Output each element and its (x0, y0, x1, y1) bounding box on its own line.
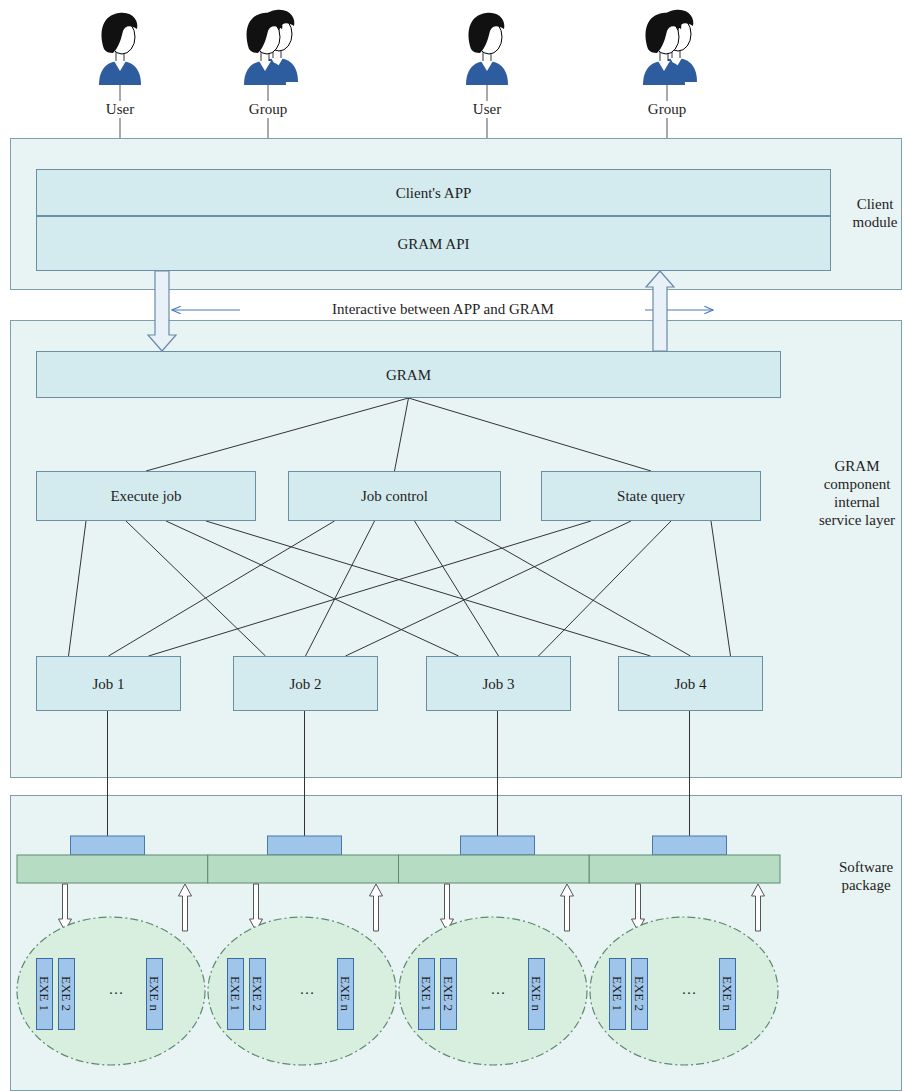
actor-icons (99, 10, 697, 85)
layer-panel: Client module Client's APP GRAM API (10, 138, 902, 290)
ellipse-shape (208, 917, 396, 1065)
node-label: EXE n (530, 976, 543, 1011)
service-box: Job control (288, 471, 501, 521)
ellipse-shape (17, 917, 205, 1065)
package-ellipse: … EXE 1 EXE 2 EXE n (589, 916, 779, 1066)
exe-box: EXE 2 (58, 958, 75, 1030)
job-box: Job 4 (618, 656, 763, 711)
node-label: EXE 2 (633, 976, 646, 1011)
node-label: EXE 2 (251, 976, 264, 1011)
node-label: EXE 2 (442, 976, 455, 1011)
node-label: GRAM (386, 366, 431, 384)
exe-box: EXE 2 (631, 958, 648, 1030)
package-ellipse: … EXE 1 EXE 2 EXE n (207, 916, 397, 1066)
exe-box: EXE n (146, 958, 163, 1030)
package-ellipse: … EXE 1 EXE 2 EXE n (398, 916, 588, 1066)
node-label: GRAM API (397, 235, 469, 253)
layer-title: Client module (847, 195, 903, 231)
ellipse-shape (590, 917, 778, 1065)
actor-lines (120, 85, 667, 138)
ellipse-shape (399, 917, 587, 1065)
node-label: Client's APP (396, 184, 472, 202)
node-label: Job 4 (674, 675, 706, 693)
node-label: State query (617, 487, 685, 505)
ellipsis-mark: … (473, 980, 523, 998)
exe-box: EXE 2 (249, 958, 266, 1030)
node-label: EXE n (339, 976, 352, 1011)
node-label: Job control (361, 487, 428, 505)
job-box: Job 3 (426, 656, 571, 711)
service-box: State query (541, 471, 761, 521)
process-box: GRAM (36, 351, 781, 398)
layer-title: Software package (826, 858, 904, 894)
node-label: EXE 1 (229, 976, 242, 1011)
node-label: EXE 1 (420, 976, 433, 1011)
ellipsis-mark: … (664, 980, 714, 998)
ellipsis-mark: … (282, 980, 332, 998)
ellipsis-mark: … (91, 980, 141, 998)
exe-box: EXE 2 (440, 958, 457, 1030)
node-label: Job 3 (482, 675, 514, 693)
exe-box: EXE 1 (609, 958, 626, 1030)
exe-box: EXE 1 (227, 958, 244, 1030)
node-label: EXE 1 (611, 976, 624, 1011)
exe-box: EXE n (719, 958, 736, 1030)
actor-label: User (104, 101, 136, 118)
api-box: GRAM API (36, 216, 831, 271)
package-ellipse: … EXE 1 EXE 2 EXE n (16, 916, 206, 1066)
actor-label: Group (247, 101, 289, 118)
actor-label: Group (646, 101, 688, 118)
node-label: EXE n (721, 976, 734, 1011)
app-box: Client's APP (36, 169, 831, 216)
node-label: EXE 2 (60, 976, 73, 1011)
node-label: EXE 1 (38, 976, 51, 1011)
layer-panel: GRAM component internal service layer GRA… (10, 320, 902, 778)
node-label: Execute job (110, 487, 181, 505)
job-box: Job 2 (233, 656, 378, 711)
node-label: EXE n (148, 976, 161, 1011)
job-box: Job 1 (36, 656, 181, 711)
service-box: Execute job (36, 471, 256, 521)
exe-box: EXE n (337, 958, 354, 1030)
interaction-label: Interactive between APP and GRAM (330, 301, 556, 318)
layer-title: GRAM component internal service layer (811, 457, 903, 529)
actor-label: User (471, 101, 503, 118)
node-label: Job 2 (289, 675, 321, 693)
exe-box: EXE n (528, 958, 545, 1030)
exe-box: EXE 1 (36, 958, 53, 1030)
node-label: Job 1 (92, 675, 124, 693)
layer-panel: Software package … EXE 1 EXE 2 EXE n … EXE 1 EX… (10, 795, 902, 1091)
exe-box: EXE 1 (418, 958, 435, 1030)
